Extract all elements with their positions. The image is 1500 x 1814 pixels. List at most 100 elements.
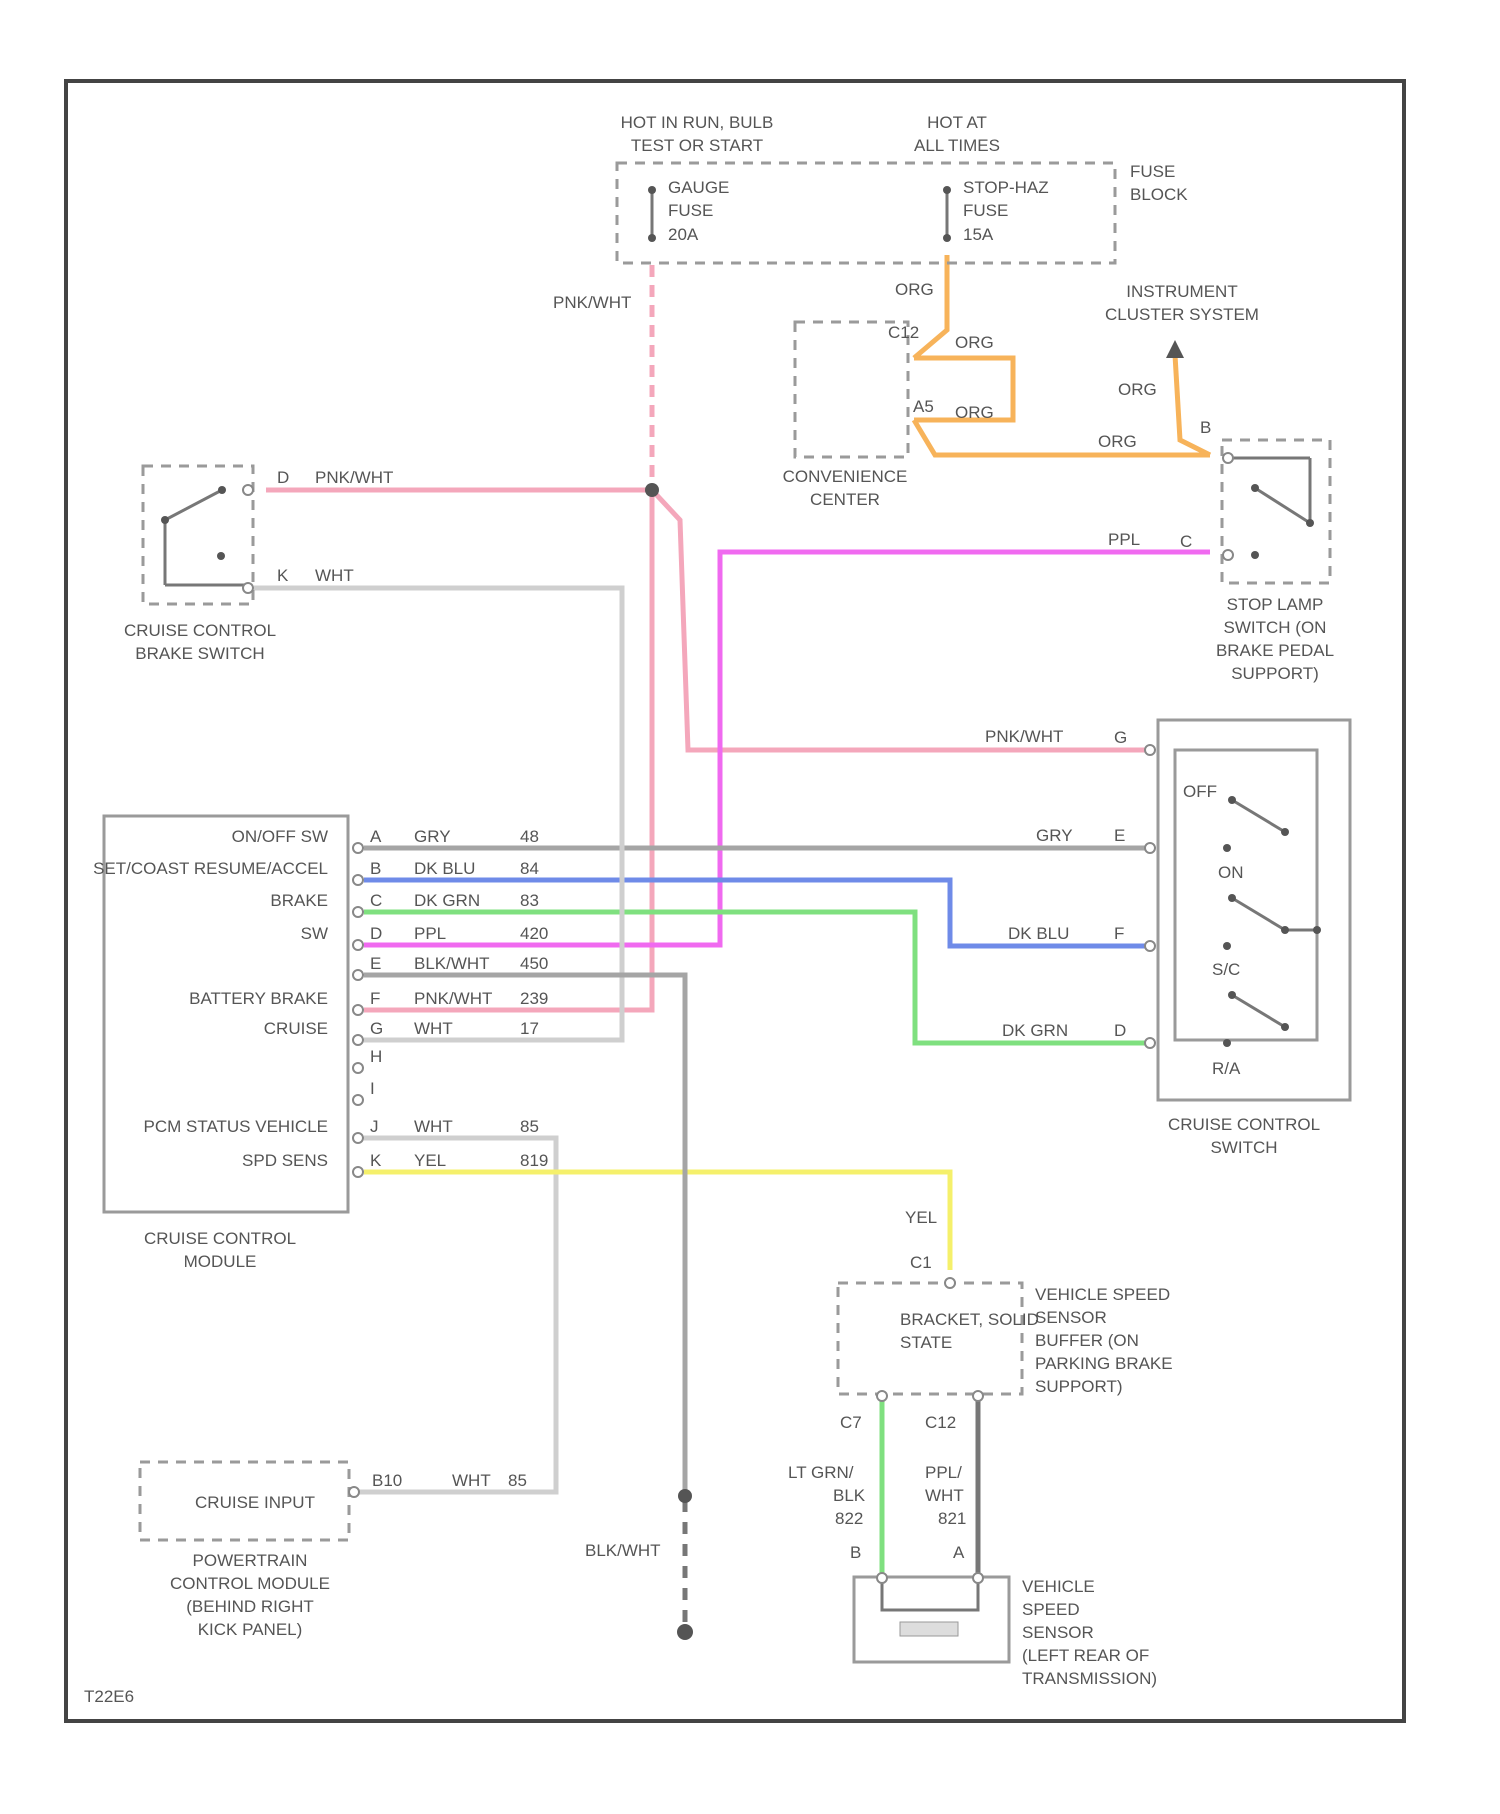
cruise-switch-pos-on: ON (1218, 863, 1244, 882)
cruise-switch-terminal-7 (1313, 926, 1321, 934)
pcm-circuit-label: 85 (508, 1471, 527, 1490)
stop-lamp-switch-outline (1222, 440, 1330, 583)
cruise-switch-pos-ra: R/A (1212, 1059, 1241, 1078)
module-circuit-label-e: 450 (520, 954, 548, 973)
brake-switch-pin-d-label: D (277, 468, 289, 487)
stop-lamp-switch-terminal-2 (1306, 519, 1314, 527)
module-pin-j: J (370, 1117, 379, 1136)
up-arrow-icon (1166, 340, 1184, 358)
label-org-loop: ORG (955, 333, 994, 352)
module-pin-c: C (370, 891, 382, 910)
convenience-center: C12 A5 CONVENIENCE CENTER (783, 322, 934, 509)
stop-lamp-switch-pin-b-label: B (1200, 418, 1211, 437)
stop-lamp-switch-terminal-3 (1251, 551, 1259, 559)
module-pin-d: D (370, 924, 382, 943)
stop-lamp-switch-pin-c (1223, 550, 1233, 560)
vss-buffer-pin-c1 (945, 1278, 955, 1288)
cruise-switch-pin-e (1145, 843, 1155, 853)
cruise-control-switch: G E F D OFF ON S/C R/A CRUISE CONTROL SW… (1114, 720, 1350, 1157)
stop-fuse-terminal-bottom (943, 234, 951, 242)
label-org-cluster: ORG (1118, 380, 1157, 399)
brake-switch-label-1: CRUISE CONTROL (124, 621, 276, 640)
module-row-label-j: PCM STATUS VEHICLE (143, 1117, 328, 1136)
cruise-switch-pin-g (1145, 745, 1155, 755)
fuse-block-label-2: BLOCK (1130, 185, 1188, 204)
powertrain-control-module: CRUISE INPUT B10 WHT 85 POWERTRAIN CONTR… (140, 1462, 527, 1639)
vss-label-5: TRANSMISSION) (1022, 1669, 1157, 1688)
wire-org-to-cluster (1175, 355, 1210, 455)
module-circuit-label-g: 17 (520, 1019, 539, 1038)
cruise-switch-pin-f-label: F (1114, 924, 1124, 943)
label-blk-wht-ground: BLK/WHT (585, 1541, 661, 1560)
pcm-pin-b10 (349, 1487, 359, 1497)
module-pin-connector (353, 970, 363, 980)
wire-org-to-stop-lamp (914, 420, 1210, 455)
module-wire-label-k: YEL (414, 1151, 446, 1170)
wire-yel (364, 1172, 950, 1270)
stop-lamp-switch-label-2: SWITCH (ON (1224, 618, 1327, 637)
splice-pnk-wht (645, 483, 659, 497)
pcm-wire-label: WHT (452, 1471, 491, 1490)
instrument-cluster: INSTRUMENT CLUSTER SYSTEM (1105, 282, 1259, 358)
module-pin-connector (353, 907, 363, 917)
label-pnk-wht-brake: PNK/WHT (315, 468, 393, 487)
label-dk-grn-cruise: DK GRN (1002, 1021, 1068, 1040)
module-pin-g: G (370, 1019, 383, 1038)
label-ppl-wht-1: PPL/ (925, 1463, 962, 1482)
module-pin-connector (353, 1035, 363, 1045)
label-ppl-wht-2: WHT (925, 1486, 964, 1505)
label-pnk-wht-cruise: PNK/WHT (985, 727, 1063, 746)
cruise-switch-terminal-4 (1228, 894, 1236, 902)
stop-lamp-switch-pin-c-label: C (1180, 532, 1192, 551)
convenience-center-outline (795, 322, 908, 457)
module-pin-f: F (370, 989, 380, 1008)
vss-buffer-pin-c1-label: C1 (910, 1253, 932, 1272)
module-pin-a: A (370, 827, 382, 846)
cruise-switch-terminal-6 (1223, 942, 1231, 950)
brake-switch-contact (165, 490, 222, 520)
vss-buffer-label-4: PARKING BRAKE (1035, 1354, 1173, 1373)
module-pin-connector (353, 1167, 363, 1177)
vss-pin-b-label: B (850, 1543, 861, 1562)
cruise-switch-pin-g-label: G (1114, 728, 1127, 747)
gauge-fuse-terminal-bottom (648, 234, 656, 242)
label-wht-brake: WHT (315, 566, 354, 585)
stop-fuse-label-1: STOP-HAZ (963, 178, 1049, 197)
vss-buffer-label-2: SENSOR (1035, 1308, 1107, 1327)
module-pin-connector (353, 875, 363, 885)
wire-blk-wht (364, 975, 685, 1492)
fuse-block-label-1: FUSE (1130, 162, 1175, 181)
vss-label-1: VEHICLE (1022, 1577, 1095, 1596)
label-lt-grn-blk-2: BLK (833, 1486, 866, 1505)
wire-pnk-wht-to-cruise-switch (652, 490, 1148, 750)
wire-wht-pcm (356, 1138, 556, 1492)
ground-splice-bottom (677, 1624, 693, 1640)
module-circuit-label-f: 239 (520, 989, 548, 1008)
cruise-switch-pin-f (1145, 941, 1155, 951)
stop-lamp-switch-pin-b (1223, 453, 1233, 463)
brake-switch-outline (143, 466, 253, 604)
module-pin-e: E (370, 954, 381, 973)
brake-switch-label-2: BRAKE SWITCH (135, 644, 264, 663)
stop-lamp-switch-label-3: BRAKE PEDAL (1216, 641, 1334, 660)
vss-label-2: SPEED (1022, 1600, 1080, 1619)
vehicle-speed-sensor: B A VEHICLE SPEED SENSOR (LEFT REAR OF T… (850, 1543, 1157, 1688)
cruise-switch-pos-off: OFF (1183, 782, 1217, 801)
cruise-switch-terminal-1 (1228, 796, 1236, 804)
module-pin-connector (353, 1095, 363, 1105)
module-circuit-label-c: 83 (520, 891, 539, 910)
cruise-switch-terminal-2 (1281, 828, 1289, 836)
module-pin-b: B (370, 859, 381, 878)
vss-label-3: SENSOR (1022, 1623, 1094, 1642)
label-org-loop-2: ORG (955, 403, 994, 422)
label-org-fuse: ORG (895, 280, 934, 299)
convenience-center-label-1: CONVENIENCE (783, 467, 908, 486)
cruise-switch-terminal-8 (1228, 991, 1236, 999)
pcm-label-1: POWERTRAIN (193, 1551, 308, 1570)
brake-switch-pin-k-label: K (277, 566, 289, 585)
vehicle-speed-sensor-buffer: C1 C7 C12 BRACKET, SOLID STATE VEHICLE S… (838, 1253, 1173, 1432)
module-wire-label-d: PPL (414, 924, 446, 943)
module-row-label-b: SET/COAST RESUME/ACCEL (93, 859, 328, 878)
module-row-label-a: ON/OFF SW (232, 827, 328, 846)
